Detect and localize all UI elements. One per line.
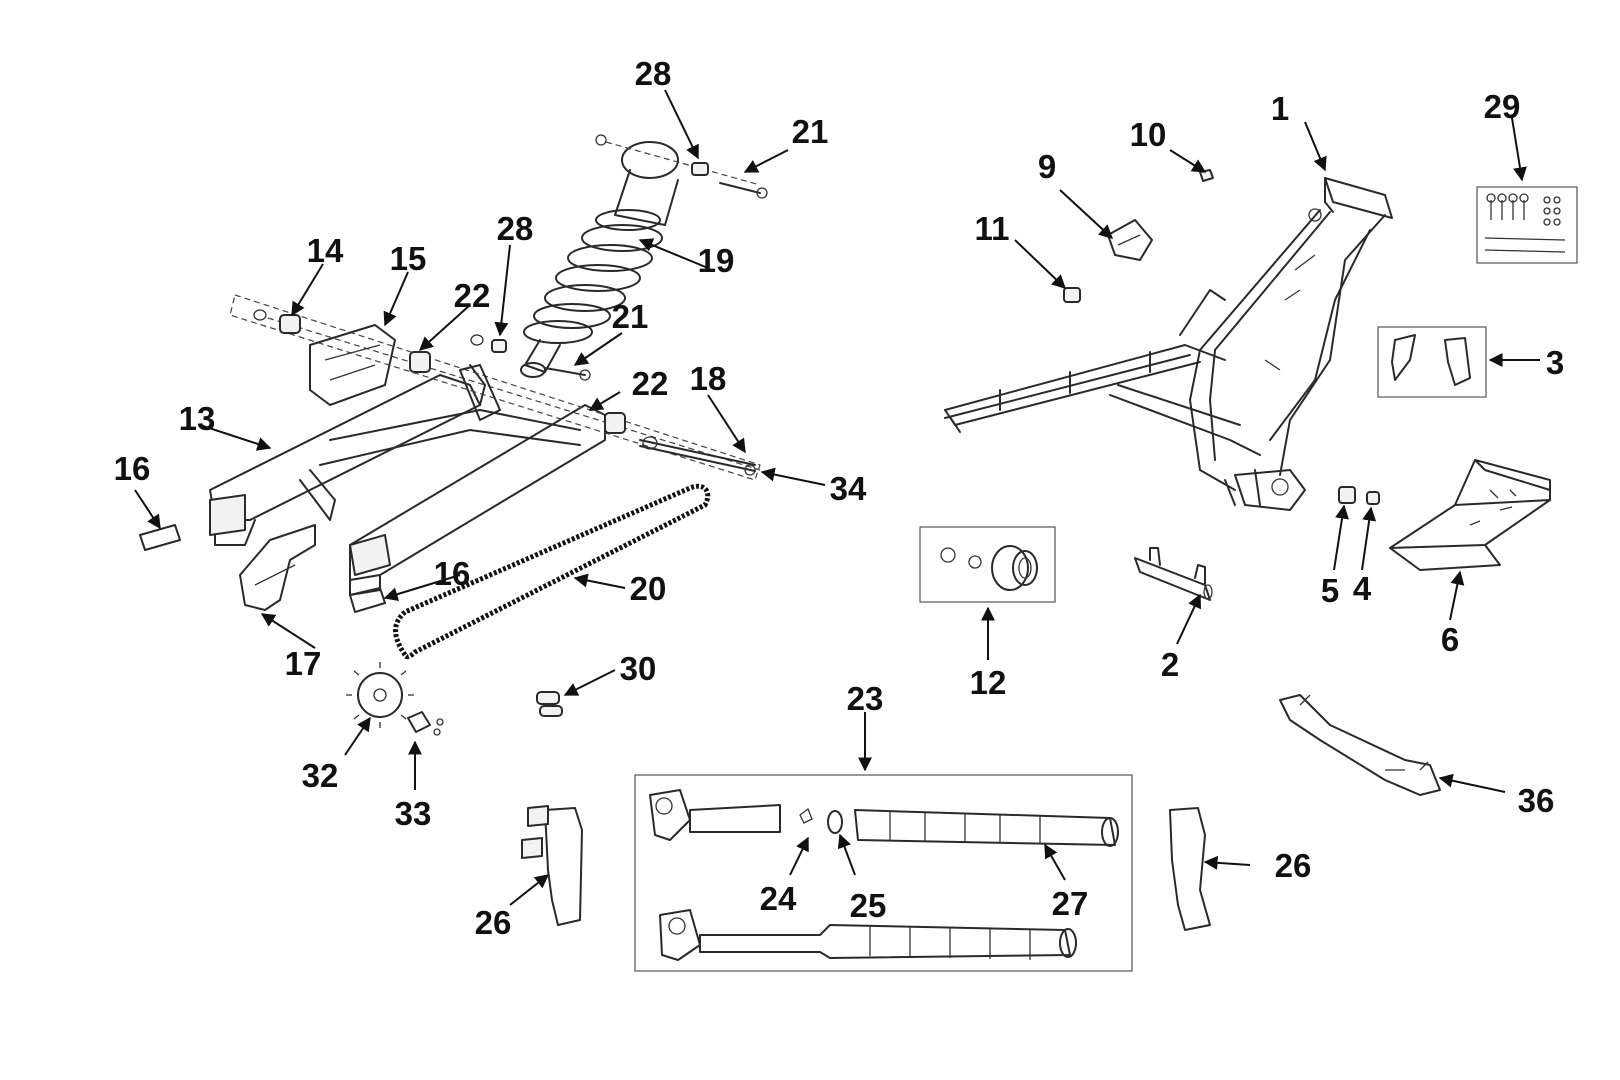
callout-5: 5 — [1321, 572, 1339, 609]
callout-33: 33 — [395, 795, 432, 832]
callout-30: 30 — [620, 650, 657, 687]
front-fork-assembly — [634, 774, 1133, 972]
pivot-bushings — [253, 309, 626, 434]
callout-12: 12 — [970, 664, 1007, 701]
callout-32: 32 — [302, 757, 339, 794]
callout-26-left: 26 — [475, 904, 512, 941]
axle-bolt — [639, 436, 756, 476]
chain-guide — [239, 524, 316, 611]
callout-20: 20 — [630, 570, 667, 607]
master-link — [536, 691, 563, 717]
main-frame — [944, 177, 1393, 511]
callout-labels: 1 2 3 4 5 6 9 10 11 12 13 14 15 16 16 17… — [114, 55, 1565, 941]
callout-11: 11 — [975, 210, 1010, 247]
mount-brackets — [1377, 326, 1487, 398]
callout-10: 10 — [1130, 116, 1167, 153]
callout-21-mid: 21 — [612, 298, 649, 335]
callout-36: 36 — [1518, 782, 1555, 819]
callout-13: 13 — [179, 400, 216, 437]
side-bracket — [1279, 694, 1441, 796]
skid-plate — [1389, 459, 1551, 571]
callout-2: 2 — [1161, 646, 1179, 683]
assembly-axes — [229, 294, 761, 481]
engine-mount-tube — [1134, 547, 1213, 601]
sprocket-retainer — [407, 711, 444, 736]
rear-shock — [520, 141, 679, 378]
fork-guard-right — [1169, 807, 1211, 931]
callout-34: 34 — [830, 470, 867, 507]
callout-27: 27 — [1052, 885, 1089, 922]
callout-28-top: 28 — [635, 55, 672, 92]
shock-bolts — [470, 134, 768, 381]
callout-23: 23 — [847, 680, 884, 717]
callout-29: 29 — [1484, 88, 1521, 125]
callout-19: 19 — [698, 242, 735, 279]
callout-24: 24 — [760, 880, 797, 917]
small-parts-9-10-11 — [1063, 169, 1214, 303]
callout-1: 1 — [1271, 90, 1289, 127]
callout-15: 15 — [390, 240, 427, 277]
callout-25: 25 — [850, 887, 887, 924]
callout-3: 3 — [1546, 344, 1564, 381]
callout-21-top: 21 — [792, 113, 829, 150]
callout-14: 14 — [307, 232, 344, 269]
bushings-4-5 — [1338, 486, 1380, 505]
callout-28-mid: 28 — [497, 210, 534, 247]
swing-arm — [209, 364, 606, 596]
callout-16-right: 16 — [434, 555, 471, 592]
hardware-kit-12 — [919, 526, 1056, 603]
callout-6: 6 — [1441, 621, 1459, 658]
callout-9: 9 — [1038, 148, 1056, 185]
bolt-kit — [1476, 186, 1578, 264]
callout-18: 18 — [690, 360, 727, 397]
callout-17: 17 — [285, 645, 322, 682]
fork-guard-left — [521, 805, 583, 926]
drive-chain — [393, 483, 711, 660]
callout-16-left: 16 — [114, 450, 151, 487]
front-sprocket — [346, 662, 414, 728]
callout-22-left: 22 — [454, 277, 491, 314]
callout-4: 4 — [1353, 570, 1372, 607]
leader-lines — [134, 89, 1540, 906]
chain-adjusters — [139, 524, 386, 613]
callout-22-right: 22 — [632, 365, 669, 402]
callout-26-right: 26 — [1275, 847, 1312, 884]
